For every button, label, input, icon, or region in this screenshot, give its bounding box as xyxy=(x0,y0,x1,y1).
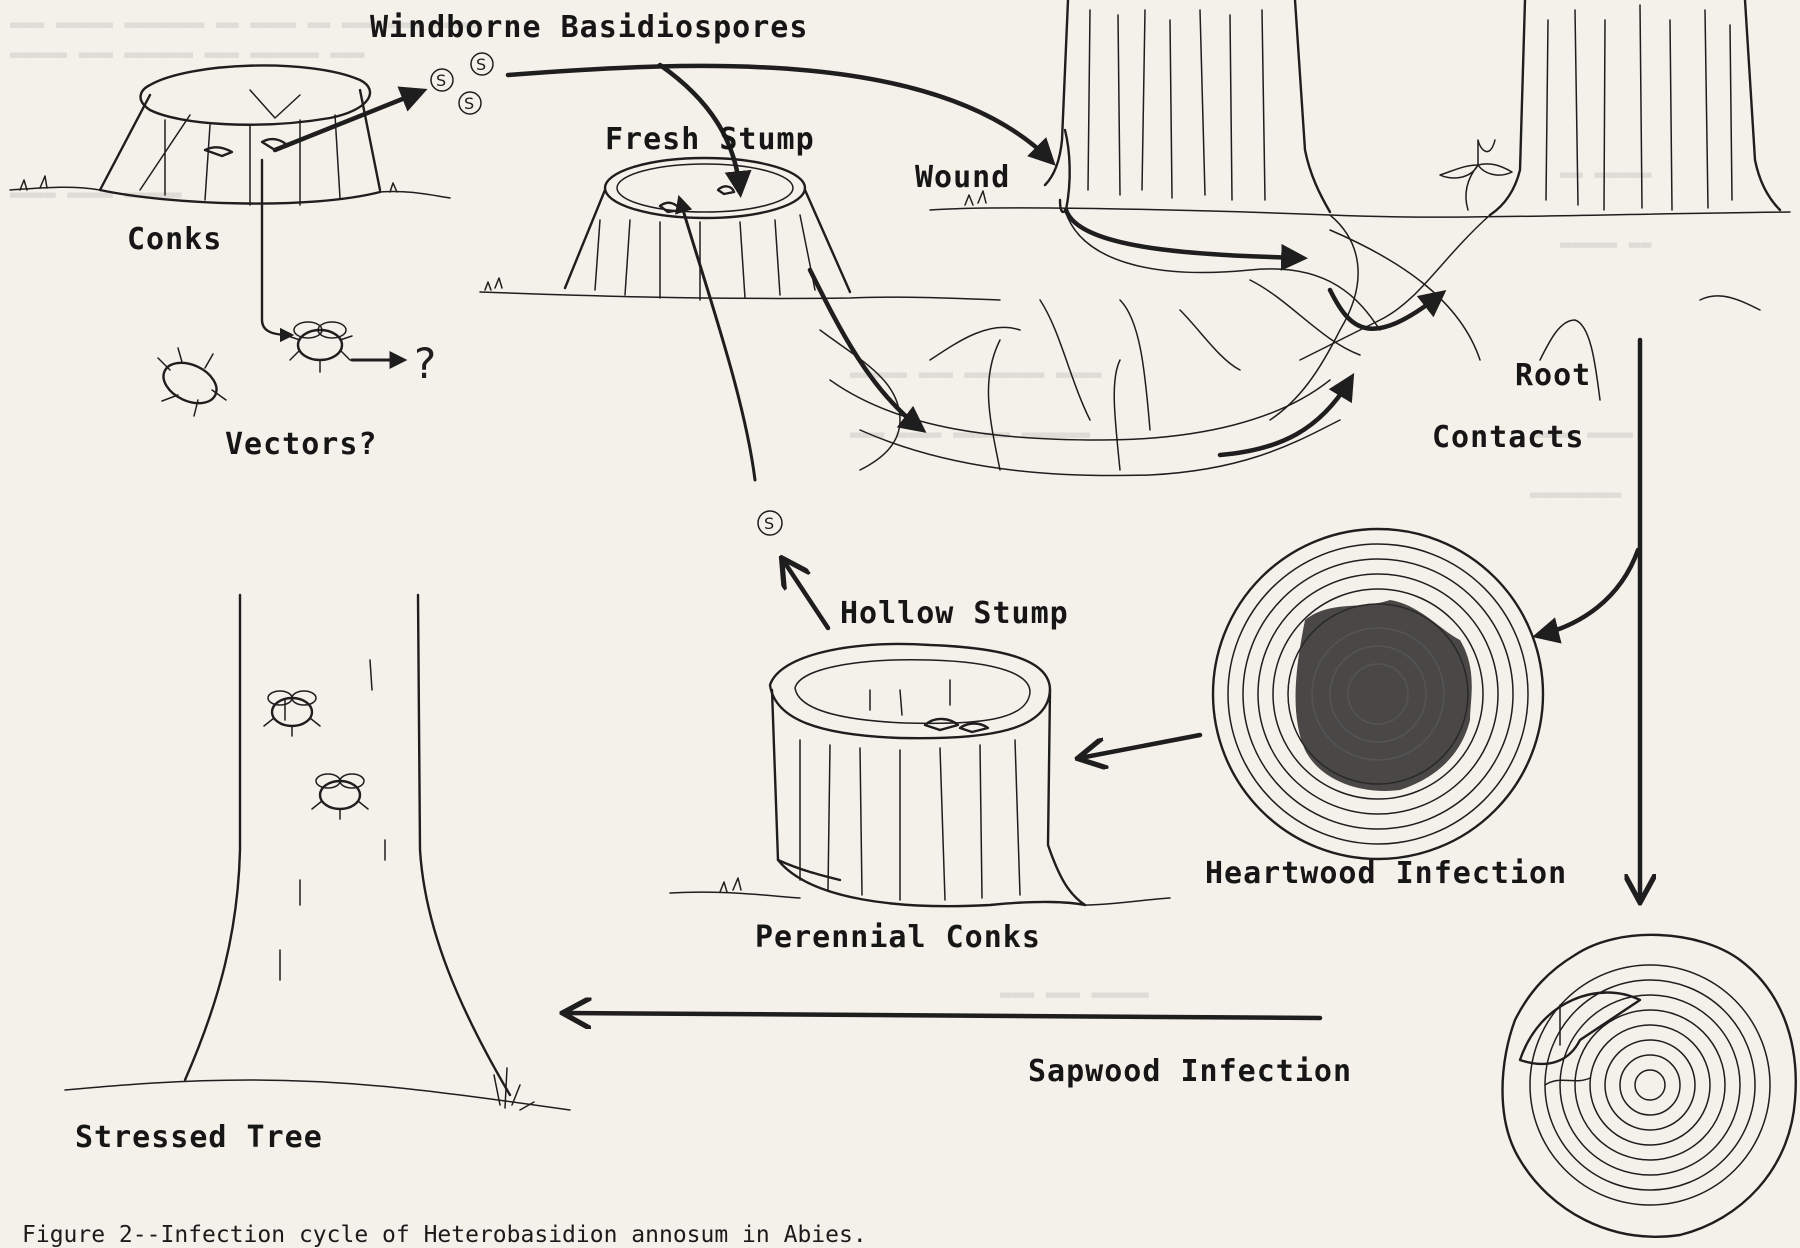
spore-symbol: S xyxy=(436,71,446,90)
stressed-tree-illustration xyxy=(65,595,570,1110)
bark-beetle-icon xyxy=(264,691,320,736)
label-contacts: Contacts xyxy=(1432,420,1585,455)
label-perennial-conks: Perennial Conks xyxy=(755,920,1041,955)
label-sapwood-infection: Sapwood Infection xyxy=(1028,1054,1352,1089)
label-wound: Wound xyxy=(915,160,1010,195)
conk-stump-illustration xyxy=(10,65,450,205)
arrow-hollow-stump-to-spore xyxy=(783,560,828,628)
neighbor-tree-illustration xyxy=(1440,0,1780,215)
label-windborne-basidiospores: Windborne Basidiospores xyxy=(370,10,808,45)
arrow-conks-to-vectors xyxy=(262,160,290,335)
arrow-root-contact-spread xyxy=(1330,290,1440,329)
bark-beetle-icon xyxy=(312,774,368,819)
spore-symbol: S xyxy=(764,514,774,533)
label-fresh-stump: Fresh Stump xyxy=(605,122,815,157)
arrow-root-to-heartwood xyxy=(1540,550,1638,635)
spore-symbol: S xyxy=(476,55,486,74)
insect-vector-icon xyxy=(288,322,352,372)
sapwood-infection-cross-section xyxy=(1503,935,1796,1237)
unknown-fate-mark: ? xyxy=(412,339,437,388)
hollow-stump-illustration xyxy=(670,644,1170,906)
arrow-spore-to-fresh-stump xyxy=(680,200,755,480)
label-stressed-tree: Stressed Tree xyxy=(75,1120,323,1155)
spore-symbol: S xyxy=(464,94,474,113)
label-hollow-stump: Hollow Stump xyxy=(840,596,1069,631)
label-conks: Conks xyxy=(127,222,222,257)
arrow-wound-to-roots xyxy=(1066,210,1300,258)
insect-vector-icon xyxy=(157,348,226,416)
arrow-sapwood-to-stressed-tree xyxy=(565,1013,1320,1018)
label-heartwood-infection: Heartwood Infection xyxy=(1205,856,1567,891)
arrow-roots-to-contacts xyxy=(1220,380,1350,455)
heartwood-infection-cross-section xyxy=(1213,529,1543,859)
arrow-stump-to-roots xyxy=(810,270,920,428)
label-vectors: Vectors? xyxy=(225,427,378,462)
basidiospores-group: S S S xyxy=(431,53,493,114)
arrow-heartwood-to-hollow-stump xyxy=(1080,735,1200,758)
label-root: Root xyxy=(1515,358,1591,393)
arrow-conks-to-spores xyxy=(275,92,420,150)
figure-caption: Figure 2--Infection cycle of Heterobasid… xyxy=(22,1222,867,1248)
wounded-tree-illustration xyxy=(930,0,1790,217)
